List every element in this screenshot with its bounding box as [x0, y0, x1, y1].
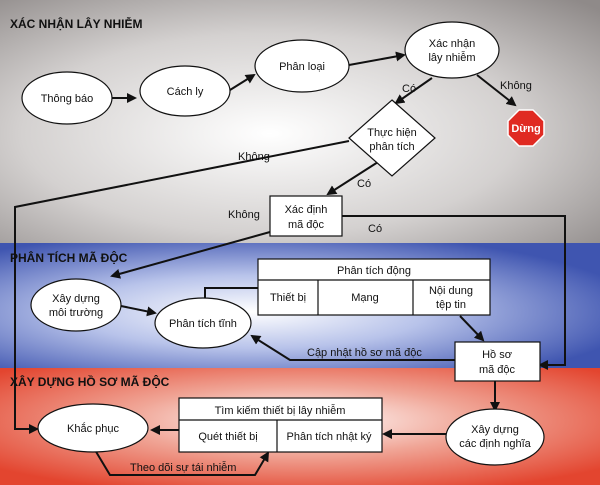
node-ho-so-label-1: Hồ sơ — [482, 349, 512, 361]
edge-label-theo-doi: Theo dõi sự tái nhiễm — [130, 461, 236, 474]
node-thuc-hien: Thực hiện phân tích — [348, 99, 436, 177]
section-analysis-title: PHÂN TÍCH MÃ ĐỘC — [10, 250, 128, 265]
node-xay-dung-dinh-nghia-label-2: các định nghĩa — [459, 438, 531, 450]
node-xac-dinh-label-2: mã độc — [288, 219, 325, 231]
table-dynamic-cell: tệp tin — [436, 299, 466, 311]
node-xay-dung-moi-truong: Xây dựng môi trường — [30, 278, 122, 332]
edge-khacphuc-timkiem — [94, 449, 270, 476]
node-phan-loai: Phân loại — [254, 39, 350, 93]
edge-label-co: Có — [357, 178, 371, 190]
table-dynamic-title: Phân tích động — [337, 265, 411, 277]
node-phan-tich-tinh: Phân tích tĩnh — [154, 297, 252, 349]
node-phan-tich-tinh-label: Phân tích tĩnh — [169, 318, 237, 330]
node-khac-phuc: Khắc phục — [37, 403, 149, 453]
node-xac-nhan: Xác nhận lây nhiễm — [404, 21, 500, 79]
edge-dong-hoso — [459, 315, 485, 342]
edge-moitruong-tinh — [120, 305, 157, 317]
node-thong-bao-label: Thông báo — [41, 93, 94, 105]
edge-xacdinh-moitruong — [110, 231, 271, 279]
edge-label-khong: Không — [500, 80, 532, 92]
node-dung-label: Dừng — [511, 123, 540, 135]
node-cach-ly: Cách ly — [139, 65, 231, 117]
edge-tinh-dong — [204, 287, 258, 301]
table-dynamic-cell: Thiết bị — [270, 292, 306, 304]
node-xac-nhan-label-1: Xác nhận — [429, 38, 475, 50]
table-search-title: Tìm kiếm thiết bị lây nhiễm — [215, 404, 346, 417]
node-cach-ly-label: Cách ly — [167, 86, 204, 98]
edge-label-cap-nhat: Cập nhật hồ sơ mã độc — [307, 347, 422, 359]
edge-xacnhan-dung — [476, 74, 517, 107]
edge-label-khong: Không — [238, 151, 270, 163]
node-xac-dinh: Xác định mã độc — [269, 195, 343, 237]
node-xac-nhan-label-2: lây nhiễm — [428, 51, 475, 64]
edge-label-co: Có — [402, 83, 416, 95]
node-ho-so-label-2: mã độc — [479, 364, 516, 376]
node-dung: Dừng — [507, 109, 545, 147]
node-xay-dung-dinh-nghia-label-1: Xây dựng — [471, 424, 519, 436]
node-ho-so: Hồ sơ mã độc — [454, 341, 541, 382]
table-dynamic-cell: Nội dung — [429, 285, 473, 297]
edge-xacnhan-thuchien — [394, 77, 433, 105]
edge-xacdinh-hoso — [342, 215, 566, 370]
node-xay-dung-moi-truong-label-1: Xây dựng — [52, 293, 100, 305]
edge-thuchien-khacphuc — [14, 140, 350, 434]
section-profile-title: XÂY DỰNG HỒ SƠ MÃ ĐỘC — [10, 374, 170, 389]
node-xay-dung-moi-truong-label-2: môi trường — [49, 307, 103, 319]
node-khac-phuc-label: Khắc phục — [67, 422, 119, 435]
edge-label-co: Có — [368, 223, 382, 235]
node-thong-bao: Thông báo — [21, 71, 113, 125]
table-dynamic-cell: Mạng — [351, 292, 379, 304]
edge-cachly-phanloai — [229, 73, 256, 91]
table-dynamic-analysis: Phân tích động Thiết bị Mạng Nội dung tệ… — [257, 258, 491, 316]
node-thuc-hien-label-2: phân tích — [369, 141, 414, 153]
table-search-cell: Quét thiết bị — [198, 431, 257, 443]
node-phan-loai-label: Phân loại — [279, 61, 325, 73]
edge-hoso-tinh — [250, 334, 455, 361]
edge-phanloai-xacnhan — [348, 51, 406, 66]
table-search-cell: Phân tích nhật ký — [287, 431, 372, 443]
edge-label-khong: Không — [228, 209, 260, 221]
edge-thuchien-xacdinh — [326, 161, 379, 196]
node-thuc-hien-label-1: Thực hiện — [367, 127, 417, 139]
node-xay-dung-dinh-nghia: Xây dựng các định nghĩa — [445, 408, 545, 466]
node-xac-dinh-label-1: Xác định — [285, 204, 328, 216]
table-search-infected: Tìm kiếm thiết bị lây nhiễm Quét thiết b… — [178, 397, 383, 453]
section-confirm-title: XÁC NHẬN LÂY NHIỄM — [10, 16, 142, 31]
